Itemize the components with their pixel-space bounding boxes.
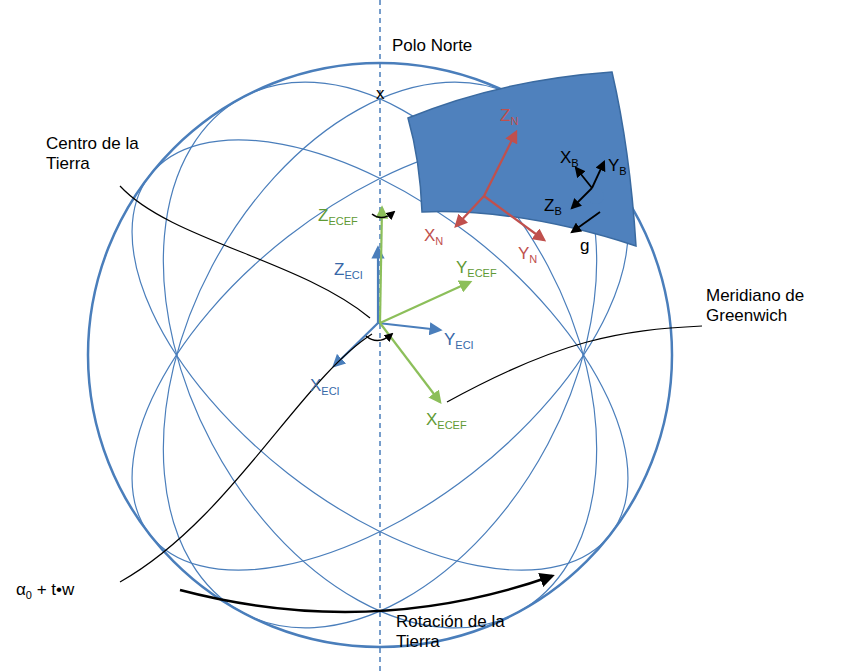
angle-label: α0 + t•w — [16, 580, 74, 602]
axis-label: ZN — [500, 106, 518, 128]
callout-label: Centro de la Tierra — [46, 134, 156, 173]
body-axes — [572, 162, 604, 232]
axis-label: YECEF — [456, 258, 497, 280]
leader-lines — [120, 186, 702, 582]
axis-label: YB — [608, 156, 627, 178]
ecef-axes — [380, 208, 470, 402]
gravity-label: g — [580, 236, 589, 256]
pole-label: Polo Norte — [392, 36, 472, 56]
axis-label: XECI — [310, 376, 340, 398]
rotation-label: Rotación de la Tierra — [396, 612, 506, 651]
axis-label: XECEF — [426, 410, 467, 432]
axis-label: XN — [424, 226, 443, 248]
axis-label: ZECI — [334, 260, 363, 282]
local-tangent-patch — [408, 72, 636, 246]
pole-mark: x — [376, 84, 385, 104]
callout-label: Meridiano de Greenwich — [706, 286, 826, 325]
axis-label: YN — [518, 244, 537, 266]
rotation-arrow — [180, 576, 552, 612]
axis-label: ZECEF — [318, 206, 358, 228]
rotation-curl — [372, 212, 394, 218]
axis-label: YECI — [444, 330, 474, 352]
axis-label: ZB — [544, 196, 562, 218]
eci-axes — [334, 248, 440, 366]
ned-axes — [456, 132, 544, 240]
axis-label: XB — [560, 148, 579, 170]
